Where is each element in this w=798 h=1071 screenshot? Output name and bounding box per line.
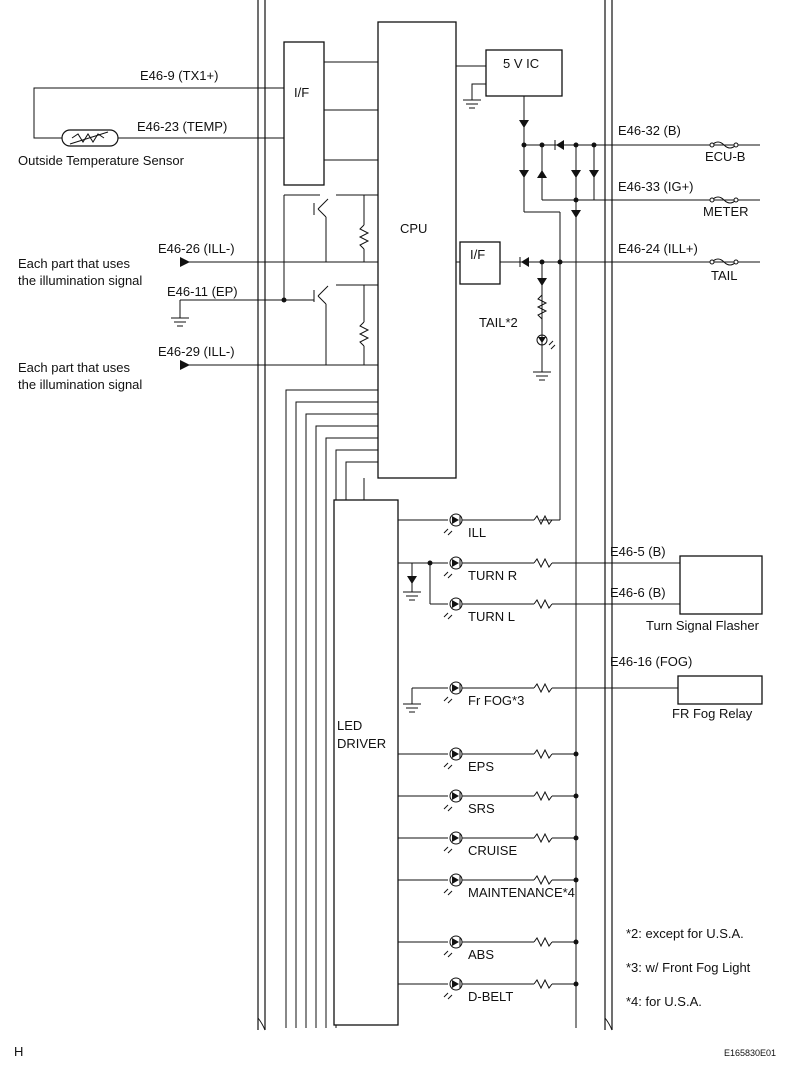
led-row-abs: ABS <box>398 935 579 962</box>
temp-label: E46-23 (TEMP) <box>137 119 227 134</box>
led-row-fr-fog: Fr FOG*3 <box>430 681 678 708</box>
turn-fog-branches <box>398 560 433 713</box>
resistor-icon <box>533 790 553 802</box>
illumination-circuit <box>171 194 378 370</box>
b6-label: E46-6 (B) <box>610 585 666 600</box>
resistor-icon <box>533 978 553 990</box>
led-label-ill: ILL <box>468 525 486 540</box>
led-label-d-belt: D-BELT <box>468 989 513 1004</box>
tail-label: TAIL <box>711 268 738 283</box>
ic5v-ground <box>463 83 486 109</box>
ep-label: E46-11 (EP) <box>167 284 238 299</box>
resistor-icon <box>533 598 553 610</box>
cpu-box <box>377 21 457 479</box>
resistor-icon <box>533 936 553 948</box>
resistor-icon <box>533 832 553 844</box>
led-label-srs: SRS <box>468 801 495 816</box>
led-row-eps: EPS <box>398 747 579 774</box>
ill26-label: E46-26 (ILL-) <box>158 241 235 256</box>
each-part-2a: Each part that uses <box>18 360 131 375</box>
led-label-maintenance: MAINTENANCE*4 <box>468 885 575 900</box>
ic5v-box <box>485 49 563 97</box>
led-row-d-belt: D-BELT <box>398 977 579 1004</box>
ig33-label: E46-33 (IG+) <box>618 179 694 194</box>
fog-relay-box <box>677 675 763 705</box>
b32-label: E46-32 (B) <box>618 123 681 138</box>
left-if-label: I/F <box>294 85 309 100</box>
led-label-fr-fog: Fr FOG*3 <box>468 693 524 708</box>
led-row-maintenance: MAINTENANCE*4 <box>398 873 579 900</box>
turn-flasher-label: Turn Signal Flasher <box>646 618 760 633</box>
resistor-icon <box>533 682 553 694</box>
led-row-srs: SRS <box>398 789 579 816</box>
turn-flasher-box <box>679 555 763 615</box>
resistor-icon <box>533 874 553 886</box>
led-label-turn-l: TURN L <box>468 609 515 624</box>
led-row-turn-l: TURN L <box>430 597 680 624</box>
led-row-ill: ILL <box>398 513 560 540</box>
corner-left-label: H <box>14 1044 23 1059</box>
led-driver-box <box>333 499 399 1026</box>
meter-label: METER <box>703 204 749 219</box>
left-if-box <box>283 41 325 186</box>
note-3: *3: w/ Front Fog Light <box>626 960 751 975</box>
led-row-cruise: CRUISE <box>398 831 579 858</box>
each-part-2b: the illumination signal <box>18 377 142 392</box>
note-2: *2: except for U.S.A. <box>626 926 744 941</box>
resistor-icon <box>533 748 553 760</box>
cpu-label: CPU <box>400 221 427 236</box>
diode-icon <box>519 120 529 128</box>
resistor-icon <box>533 514 553 526</box>
led-row-turn-r: TURN R <box>430 556 680 583</box>
ic5v-label: 5 V IC <box>503 56 539 71</box>
note-4: *4: for U.S.A. <box>626 994 702 1009</box>
led-label-eps: EPS <box>468 759 494 774</box>
ill24-label: E46-24 (ILL+) <box>618 241 698 256</box>
tail2-label: TAIL*2 <box>479 315 518 330</box>
housing-lines <box>257 0 613 1031</box>
b5-label: E46-5 (B) <box>610 544 666 559</box>
ecub-label: ECU-B <box>705 149 745 164</box>
led-driver-label-2: DRIVER <box>337 736 386 751</box>
cpu-bus-lines <box>324 61 378 161</box>
outside-sensor-label: Outside Temperature Sensor <box>18 153 185 168</box>
corner-right-label: E165830E01 <box>724 1048 776 1058</box>
cpu-led-bus <box>285 389 378 1028</box>
ill29-label: E46-29 (ILL-) <box>158 344 235 359</box>
tx1-label: E46-9 (TX1+) <box>140 68 218 83</box>
led-label-cruise: CRUISE <box>468 843 517 858</box>
fog16-label: E46-16 (FOG) <box>610 654 692 669</box>
led-label-turn-r: TURN R <box>468 568 517 583</box>
right-if-box <box>459 241 501 285</box>
led-driver-label-1: LED <box>337 718 362 733</box>
fog-relay-label: FR Fog Relay <box>672 706 753 721</box>
tail-network <box>500 257 760 521</box>
sensor-wiring <box>33 87 284 147</box>
right-if-label: I/F <box>470 247 485 262</box>
each-part-1b: the illumination signal <box>18 273 142 288</box>
resistor-icon <box>533 557 553 569</box>
led-label-abs: ABS <box>468 947 494 962</box>
each-part-1a: Each part that uses <box>18 256 131 271</box>
